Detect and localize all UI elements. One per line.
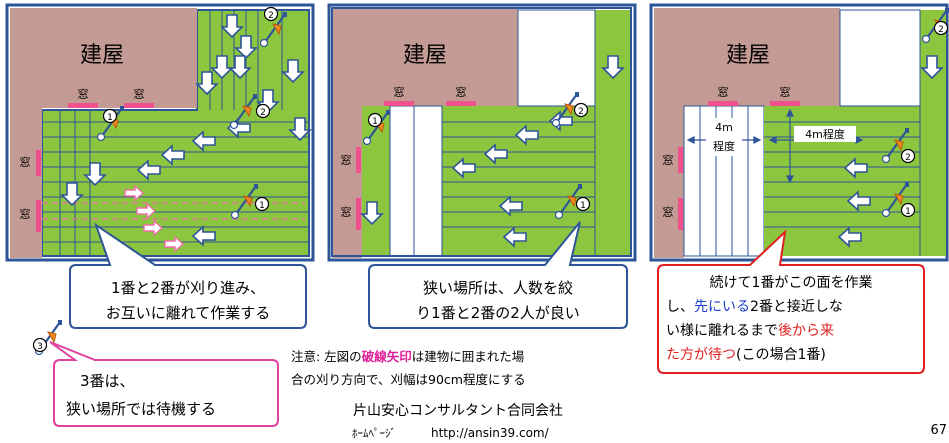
svg-text:続けて1番がこの面を作業: 続けて1番がこの面を作業 [710, 274, 873, 291]
svg-text:2: 2 [260, 108, 266, 118]
svg-text:1番と2番が刈り進み、: 1番と2番が刈り進み、 [111, 279, 265, 297]
callout-1: 1番と2番が刈り進み、 お互いに離れて作業する [69, 222, 307, 329]
page-number: 67 [930, 423, 947, 438]
note: 注意: 左図の破線矢印は建物に囲まれた場 合の刈り方向で、刈幅は90cm程度にす… [291, 349, 526, 387]
window-label: 窓 [134, 87, 145, 101]
svg-text:建屋: 建屋 [403, 43, 447, 68]
homepage-url: http://ansin39.com/ [431, 426, 550, 440]
svg-text:2: 2 [938, 25, 944, 35]
svg-text:狭い場所は、人数を絞: 狭い場所は、人数を絞 [423, 279, 573, 297]
svg-text:4m程度: 4m程度 [805, 127, 845, 141]
svg-text:窓: 窓 [456, 85, 467, 99]
svg-text:程度: 程度 [713, 139, 735, 153]
window-label: 窓 [20, 155, 31, 169]
svg-text:窓: 窓 [341, 205, 352, 219]
company-name: 片山安心コンサルタント合同会社 [353, 403, 563, 419]
svg-text:い様に離れるまで後から来: い様に離れるまで後から来 [666, 322, 834, 339]
svg-text:注意: 左図の破線矢印は建物に囲まれた場: 注意: 左図の破線矢印は建物に囲まれた場 [291, 349, 524, 364]
svg-text:た方が待つ(この場合1番): た方が待つ(この場合1番) [666, 347, 826, 363]
svg-text:合の刈り方向で、刈幅は90cm程度にする: 合の刈り方向で、刈幅は90cm程度にする [291, 372, 526, 387]
svg-text:3番は、: 3番は、 [80, 372, 135, 390]
svg-text:り1番と2番の2人が良い: り1番と2番の2人が良い [416, 304, 580, 322]
svg-text:窓: 窓 [341, 153, 352, 167]
building [10, 8, 197, 108]
svg-text:2: 2 [905, 153, 911, 163]
svg-text:3: 3 [37, 342, 43, 352]
window-label: 窓 [20, 207, 31, 221]
svg-text:窓: 窓 [718, 85, 729, 99]
svg-text:し、先にいる2番と接近しな: し、先にいる2番と接近しな [666, 298, 843, 315]
building-label: 建屋 [80, 43, 124, 68]
svg-text:窓: 窓 [663, 153, 674, 167]
svg-text:2: 2 [268, 11, 274, 21]
svg-text:窓: 窓 [663, 205, 674, 219]
callout-2: 狭い場所は、人数を絞 り1番と2番の2人が良い [368, 221, 628, 329]
svg-text:建屋: 建屋 [726, 43, 770, 68]
homepage-label: ﾎｰﾑﾍﾟｰｼﾞ [352, 427, 396, 440]
panel-3: 建屋 窓 窓 窓 窓 4m 程度 4m程度 2 2 1 [649, 3, 949, 262]
panel-1: 建屋 窓 窓 窓 窓 2 2 1 1 [5, 3, 315, 262]
panel-2: 建屋 窓 窓 窓 窓 1 2 1 [327, 3, 637, 262]
svg-text:2: 2 [578, 107, 584, 117]
svg-text:お互いに離れて作業する: お互いに離れて作業する [106, 304, 271, 322]
svg-text:1: 1 [905, 207, 911, 217]
svg-text:窓: 窓 [394, 85, 405, 99]
svg-text:狭い場所では待機する: 狭い場所では待機する [66, 400, 216, 418]
svg-text:窓: 窓 [780, 85, 791, 99]
svg-text:1: 1 [259, 201, 265, 211]
callout-4: 3番は、 狭い場所では待機する [49, 341, 279, 427]
svg-text:1: 1 [107, 113, 113, 123]
callout-3: 続けて1番がこの面を作業 し、先にいる2番と接近しな い様に離れるまで後から来 … [657, 229, 925, 374]
svg-text:1: 1 [580, 201, 586, 211]
svg-text:4m: 4m [715, 121, 733, 134]
window-label: 窓 [78, 87, 89, 101]
svg-text:1: 1 [372, 117, 378, 127]
